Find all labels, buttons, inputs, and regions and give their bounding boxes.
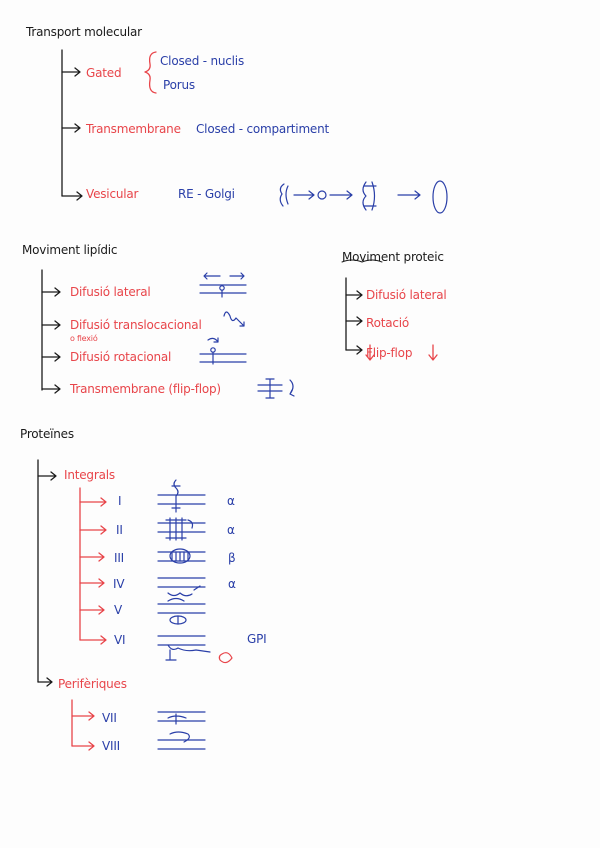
integral-subtree-lines xyxy=(80,488,106,644)
vesicle-golgi-sketch xyxy=(280,181,447,213)
lipid-sketches xyxy=(200,273,294,398)
lipid-tree-lines xyxy=(42,270,60,393)
protein-movement-tree-lines xyxy=(342,260,382,354)
proteins-tree-lines xyxy=(38,460,56,686)
membrane-protein-sketches xyxy=(158,480,210,749)
transport-tree-lines xyxy=(62,50,82,200)
flip-flop-arrows xyxy=(366,345,437,360)
peripheral-subtree-lines xyxy=(72,700,94,750)
gated-brace xyxy=(145,52,156,93)
gpi-anchor-doodle xyxy=(219,653,232,663)
